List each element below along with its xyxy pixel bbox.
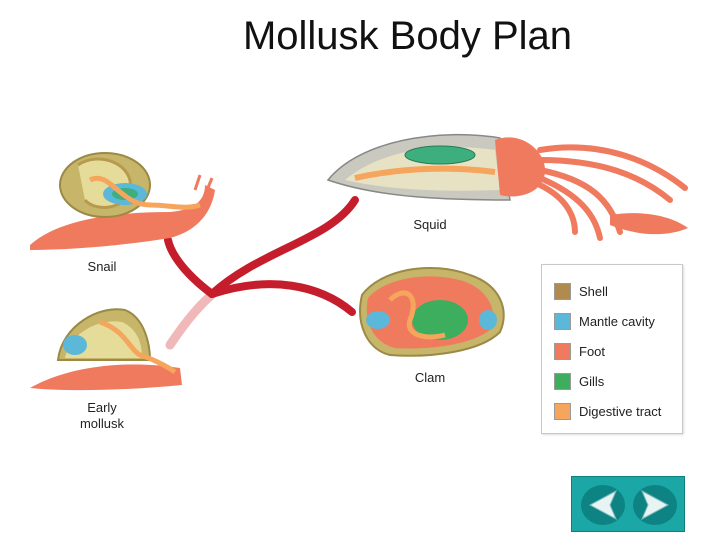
snail-illustration xyxy=(30,153,215,250)
gills-swatch xyxy=(554,373,571,390)
squid-illustration xyxy=(328,135,688,238)
legend-item-shell: Shell xyxy=(554,281,608,301)
mantle-cavity-swatch xyxy=(554,313,571,330)
squid-label: Squid xyxy=(400,217,460,233)
left-arrow-icon[interactable] xyxy=(580,483,626,527)
shell-swatch xyxy=(554,283,571,300)
early-mollusk-label: Early mollusk xyxy=(72,400,132,432)
legend-item-mantle-cavity: Mantle cavity xyxy=(554,311,655,331)
legend-item-digestive-tract: Digestive tract xyxy=(554,401,661,421)
legend-item-foot: Foot xyxy=(554,341,605,361)
foot-swatch xyxy=(554,343,571,360)
right-arrow-icon[interactable] xyxy=(632,483,678,527)
legend: Shell Mantle cavity Foot Gills Digestive… xyxy=(541,264,683,434)
early-mollusk-illustration xyxy=(30,309,182,390)
clam-label: Clam xyxy=(400,370,460,386)
digestive-tract-swatch xyxy=(554,403,571,420)
legend-item-gills: Gills xyxy=(554,371,604,391)
navigation-buttons xyxy=(571,476,685,532)
snail-label: Snail xyxy=(72,259,132,275)
clam-illustration xyxy=(360,268,504,356)
